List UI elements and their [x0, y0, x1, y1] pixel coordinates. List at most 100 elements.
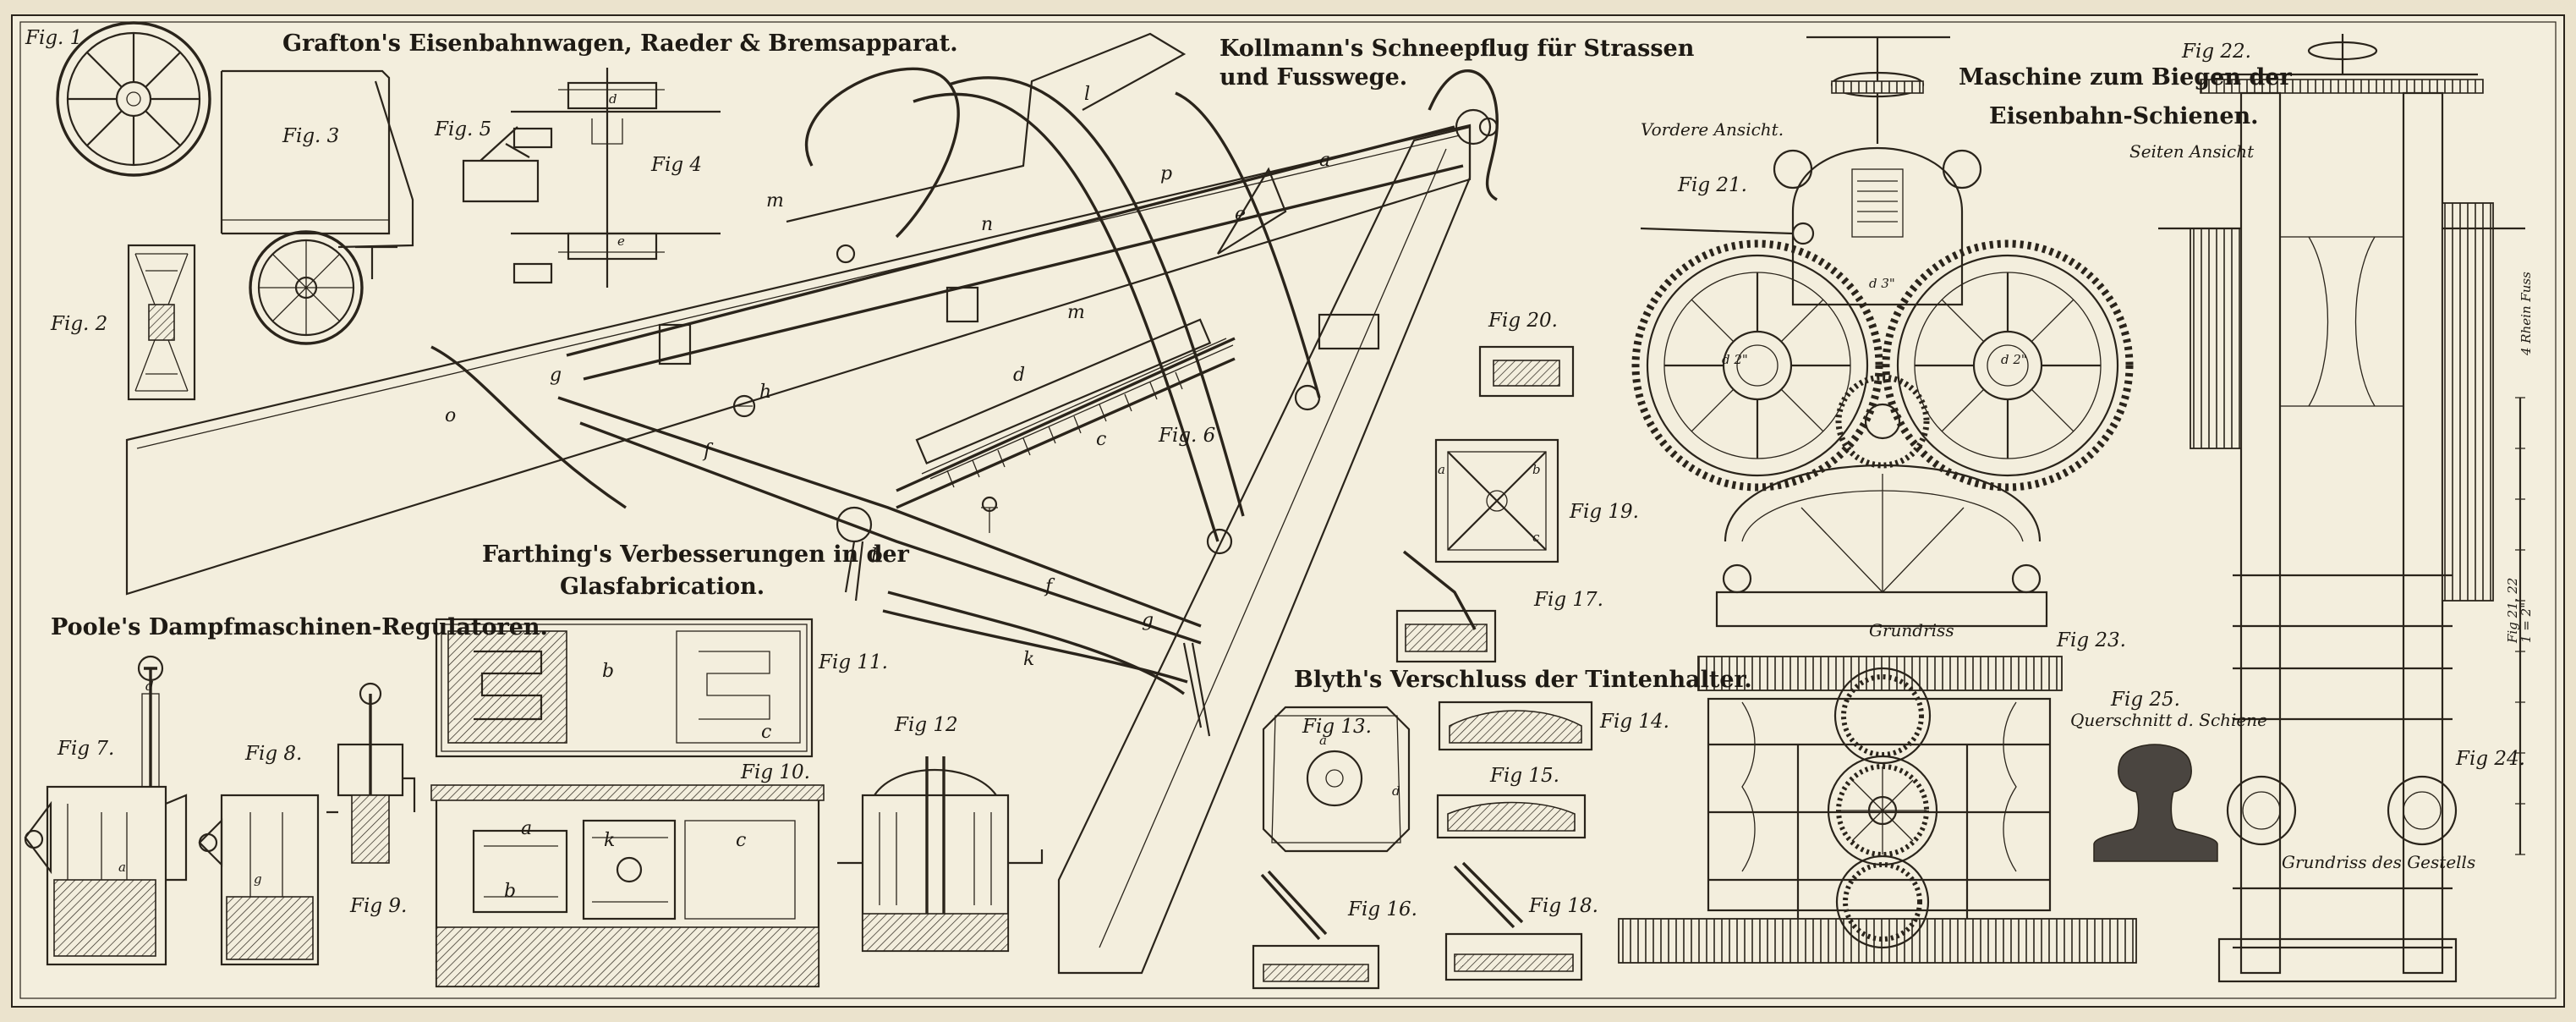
blyth-section: a b c a d [1252, 345, 1593, 990]
label-fig-4: Fig 4 [650, 154, 702, 176]
scale-bar-label: 4 Rhein Fuss [2518, 272, 2534, 356]
title-blyth: Blyth's Verschluss der Tintenhalter. [1294, 667, 1752, 693]
fig-7-letter-d: d [145, 679, 154, 694]
fig-5-lever [462, 126, 540, 203]
fig-13-inkwell-plan: a d [1262, 706, 1411, 853]
fig-21-dim-d2: d 2" [2001, 352, 2027, 367]
fig-10-furnace: a b c k [430, 784, 825, 988]
fig-6-letter-d: d [1013, 365, 1025, 386]
fig-16-inkwell-pen [1252, 870, 1380, 990]
fig-6-letter-e: e [1235, 204, 1246, 225]
label-fig-1: Fig. 1 [25, 27, 82, 49]
fig-1-wheel [56, 21, 211, 177]
fig-21-dim-d3: d 3" [1869, 276, 1895, 291]
fig-19-letter-b: b [1532, 462, 1541, 477]
plate-border [19, 21, 2557, 999]
caption-seiten-ansicht: Seiten Ansicht [2129, 141, 2255, 162]
title-kollmann-line-2: und Fusswege. [1219, 64, 1407, 91]
poole-section: a d g [24, 655, 416, 966]
fig-6-letter-m: m [766, 190, 784, 212]
fig-6-letter-g: g [550, 365, 562, 386]
title-poole: Poole's Dampfmaschinen-Regulatoren. [51, 614, 548, 640]
label-fig-22: Fig 22. [2181, 41, 2251, 63]
label-fig-12: Fig 12 [894, 714, 958, 736]
fig-18-inkwell-pen [1444, 861, 1583, 981]
fig-6-letter-p: p [1160, 163, 1172, 184]
label-fig-9: Fig 9. [349, 895, 407, 917]
fig-4-letter-d: d [609, 91, 617, 107]
fig-21-front-view: d 2" d 2" d 3" [1631, 36, 2134, 628]
fig-21-dim-d1: d 2" [1722, 352, 1748, 367]
fig-7-letter-a: a [118, 860, 126, 875]
label-fig-25: Fig 25. [2110, 689, 2180, 711]
fig-4-axle-assembly [511, 68, 721, 288]
fig-10-letter-a: a [521, 818, 532, 839]
fig-6-letter-l: l [1084, 84, 1090, 105]
label-fig-18: Fig 18. [1528, 895, 1598, 917]
farthing-section: b c a b c k [430, 618, 1044, 988]
label-fig-13: Fig 13. [1302, 716, 1372, 738]
fig-19-letter-c: c [1532, 530, 1540, 545]
fig-9-valve [326, 682, 416, 864]
fig-11-letter-c: c [761, 722, 771, 743]
fig-4-letter-e: e [617, 234, 625, 249]
label-fig-16: Fig 16. [1347, 898, 1417, 920]
fig-6-letter-b: b [871, 546, 883, 567]
title-farthing-line-2: Glasfabrication. [560, 574, 765, 600]
label-fig-8: Fig 8. [244, 743, 302, 765]
label-fig-5: Fig. 5 [434, 118, 491, 140]
fig-7-regulator: a d [24, 655, 188, 966]
label-fig-19: Fig 19. [1569, 501, 1639, 523]
fig-6-letter-o: o [445, 405, 456, 426]
fig-6-letter-k: k [1023, 649, 1034, 670]
fig-6-letter-g2: g [1142, 610, 1154, 631]
label-fig-11: Fig 11. [818, 651, 888, 673]
grafton-section [56, 21, 721, 401]
label-fig-6: Fig. 6 [1158, 425, 1215, 447]
fig-20-ink-lid [1478, 345, 1575, 398]
fig-13-letter-a: a [1319, 733, 1327, 748]
title-farthing-line-1: Farthing's Verbesserungen in der [482, 541, 910, 568]
fig-12-glass-press [837, 756, 1044, 953]
fig-22-side-view [2158, 34, 2525, 983]
rail-bending-section: d 2" d 2" d 3" [1618, 34, 2525, 983]
fig-11-glass-mould: b c [435, 618, 814, 758]
caption-vordere-ansicht: Vordere Ansicht. [1641, 119, 1784, 140]
fig-6-letter-h: h [759, 382, 771, 403]
fig-11-letter-b: b [602, 661, 614, 682]
label-fig-17: Fig 17. [1533, 589, 1603, 611]
label-fig-7: Fig 7. [57, 738, 114, 760]
fig-10-letter-k: k [604, 830, 615, 851]
caption-grundriss-gestell: Grundriss des Gestells [2282, 852, 2475, 872]
label-fig-24: Fig 24. [2455, 748, 2525, 770]
fig-23-plan [1618, 656, 2137, 964]
label-fig-20: Fig 20. [1488, 310, 1558, 332]
label-fig-3: Fig. 3 [282, 125, 339, 147]
fig-17-ink-section [1395, 550, 1497, 663]
label-fig-21: Fig 21. [1677, 174, 1747, 196]
scale-bar-fig: Fig 21, 22 [2505, 578, 2520, 644]
label-fig-15: Fig 15. [1489, 765, 1559, 787]
title-kollmann-line-1: Kollmann's Schneepflug für Strassen [1219, 36, 1695, 62]
fig-14-inkwell-section [1438, 701, 1593, 751]
fig-13-letter-d: d [1392, 783, 1400, 799]
fig-15-inkwell-section [1436, 794, 1587, 839]
fig-10-letter-c: c [736, 830, 746, 851]
caption-grundriss: Grundriss [1869, 620, 1954, 640]
fig-6-letter-n: n [981, 214, 993, 235]
fig-8-letter-g: g [254, 871, 262, 887]
fig-6-letter-c: c [1096, 429, 1106, 450]
fig-6-letter-a: a [1319, 150, 1330, 171]
label-fig-10: Fig 10. [740, 761, 810, 783]
fig-19-top-view: a b c [1434, 438, 1559, 563]
title-biegen-line-2: Eisenbahn-Schienen. [1989, 103, 2259, 129]
title-grafton: Grafton's Eisenbahnwagen, Raeder & Brems… [282, 30, 958, 57]
fig-6-snow-plough: l m n m g f h b c d e f g k p a o [125, 32, 1499, 975]
fig-6-letter-m2: m [1067, 302, 1085, 323]
label-fig-23: Fig 23. [2056, 629, 2126, 651]
label-fig-2: Fig. 2 [50, 313, 107, 335]
fig-25-rail-section [2093, 744, 2218, 862]
label-fig-14: Fig 14. [1599, 711, 1669, 733]
title-biegen-line-1: Maschine zum Biegen der [1959, 64, 2292, 91]
